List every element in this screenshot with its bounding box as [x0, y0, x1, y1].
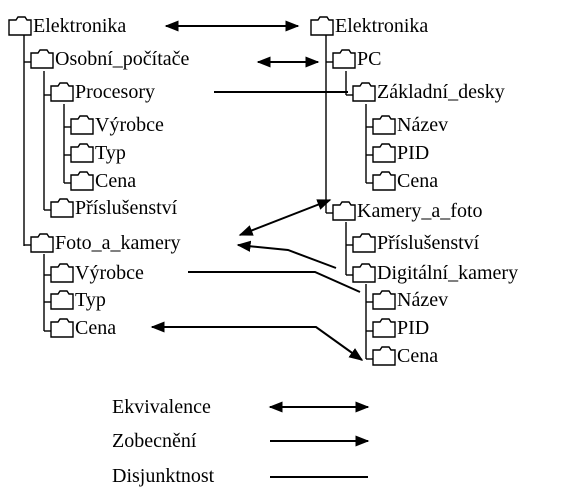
folder-icon: [30, 233, 54, 253]
folder-icon: [50, 198, 74, 218]
node-label: PID: [397, 317, 430, 339]
left-tree-item-vyrobce[interactable]: Výrobce: [70, 114, 164, 136]
right-tree-item-zakladni-desky[interactable]: Základní_desky: [352, 81, 505, 103]
right-tree-root[interactable]: Elektronika: [310, 15, 428, 37]
folder-icon: [50, 318, 74, 338]
node-label: Cena: [397, 170, 439, 192]
folder-icon: [372, 171, 396, 191]
left-tree-root[interactable]: Elektronika: [8, 15, 126, 37]
node-label: Cena: [95, 170, 137, 192]
left-tree-item-foto-vyrobce[interactable]: Výrobce: [50, 262, 144, 284]
mapping-relations: [150, 20, 364, 361]
node-label: Název: [397, 114, 449, 136]
node-label: Příslušenství: [377, 232, 480, 254]
node-label: Osobní_počítače: [55, 48, 190, 70]
right-tree-item-pc[interactable]: PC: [332, 48, 381, 70]
node-label: PID: [397, 142, 430, 164]
node-label: Kamery_a_foto: [357, 200, 483, 222]
equivalence-arrow-cena: [150, 321, 364, 361]
node-label: Typ: [75, 289, 106, 311]
folder-icon: [50, 290, 74, 310]
disjointness-line-vyrobce: [188, 271, 361, 293]
folder-icon: [372, 290, 396, 310]
left-tree-item-foto-cena[interactable]: Cena: [50, 317, 116, 339]
node-label: Příslušenství: [75, 197, 178, 219]
left-tree-item-procesory[interactable]: Procesory: [50, 81, 155, 103]
folder-icon: [310, 16, 334, 36]
legend-disjointness-label: Disjunktnost: [112, 465, 215, 487]
right-tree-item-kamery-pid[interactable]: PID: [372, 317, 429, 339]
node-label: Digitální_kamery: [377, 262, 519, 284]
legend-equivalence-label: Ekvivalence: [112, 396, 211, 418]
node-label: Elektronika: [335, 15, 429, 37]
folder-icon: [372, 143, 396, 163]
left-tree-item-cena[interactable]: Cena: [70, 170, 136, 192]
folder-icon: [50, 263, 74, 283]
folder-icon: [332, 49, 356, 69]
right-tree-item-kamery-a-foto[interactable]: Kamery_a_foto: [332, 200, 483, 222]
generalization-arrow-digital: [236, 240, 337, 269]
folder-icon: [30, 49, 54, 69]
node-label: Cena: [397, 345, 439, 367]
node-label: Výrobce: [75, 262, 144, 284]
folder-icon: [70, 143, 94, 163]
node-label: Procesory: [75, 81, 155, 103]
node-label: Foto_a_kamery: [55, 232, 181, 254]
node-label: Elektronika: [33, 15, 127, 37]
folder-icon: [372, 346, 396, 366]
folder-icon: [372, 318, 396, 338]
folder-icon: [352, 263, 376, 283]
left-tree-item-foto-typ[interactable]: Typ: [50, 289, 106, 311]
node-label: PC: [357, 48, 382, 70]
left-tree-item-osobni-pocitace[interactable]: Osobní_počítače: [30, 48, 189, 70]
right-tree-item-prislusenstvi[interactable]: Příslušenství: [352, 232, 479, 254]
legend-generalization-label: Zobecnění: [112, 430, 197, 452]
folder-icon: [332, 201, 356, 221]
right-tree-item-nazev[interactable]: Název: [372, 114, 448, 136]
folder-icon: [50, 82, 74, 102]
left-tree-connectors: [23, 35, 72, 332]
equivalence-arrow-foto: [238, 199, 332, 236]
folder-icon: [372, 115, 396, 135]
node-label: Cena: [75, 317, 117, 339]
node-label: Výrobce: [95, 114, 164, 136]
left-tree-item-prislusenstvi[interactable]: Příslušenství: [50, 197, 177, 219]
folder-icon: [352, 82, 376, 102]
folder-icon: [70, 171, 94, 191]
legend-symbols: [268, 401, 370, 478]
right-tree-item-kamery-cena[interactable]: Cena: [372, 345, 438, 367]
right-tree-item-digitalni-kamery[interactable]: Digitální_kamery: [352, 262, 518, 284]
folder-icon: [352, 233, 376, 253]
folder-icon: [8, 16, 32, 36]
right-tree-item-cena[interactable]: Cena: [372, 170, 438, 192]
folder-icon: [70, 115, 94, 135]
node-label: Základní_desky: [377, 81, 505, 103]
right-tree-item-pid[interactable]: PID: [372, 142, 429, 164]
node-label: Typ: [95, 142, 126, 164]
node-label: Název: [397, 289, 449, 311]
left-tree-item-foto-a-kamery[interactable]: Foto_a_kamery: [30, 232, 181, 254]
left-tree-item-typ[interactable]: Typ: [70, 142, 126, 164]
right-tree-item-kamery-nazev[interactable]: Název: [372, 289, 448, 311]
